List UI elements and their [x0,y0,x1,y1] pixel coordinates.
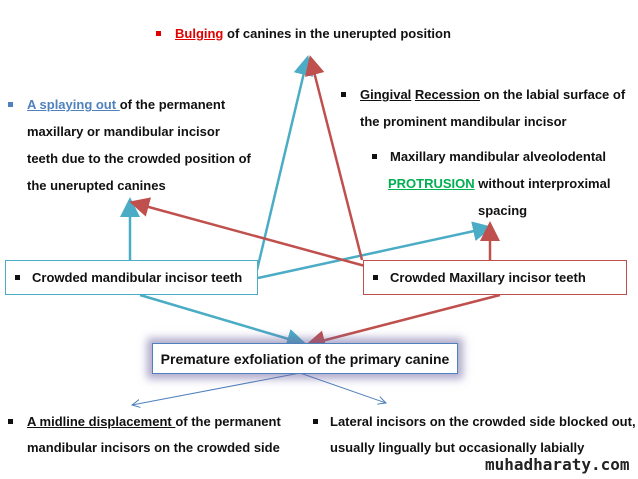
bullet-icon [8,102,13,107]
watermark: muhadharaty.com [485,455,630,474]
arrow-blue-right [257,221,493,280]
maxillary-box: Crowded Maxillary incisor teeth [363,260,627,295]
bullet-icon [372,154,377,159]
lateral-line2: usually lingually but occasionally labia… [330,440,585,455]
midline-line2: mandibular incisors on the crowded side [27,440,280,455]
mandibular-label: Crowded mandibular incisor teeth [32,270,243,285]
arrow-red-top [305,55,364,261]
bulging-rest: of canines in the unerupted position [223,26,451,41]
bullet-icon [156,31,161,36]
recession-highlight: Recession [414,87,480,102]
protrusion-line1: Maxillary mandibular alveolodental [390,149,607,164]
midline-highlight: A midline displacement [27,414,176,429]
midline-line1: A midline displacement of the permanent [27,414,281,429]
splaying-rest: of the permanent [119,97,226,112]
splaying-highlight: A splaying out [27,97,120,112]
mandibular-box: Crowded mandibular incisor teeth [5,260,258,295]
arrow-thin-left [132,372,301,405]
arrow-red-left [129,197,366,268]
arrow-blue-center [139,293,307,349]
midline-rest: of the permanent [175,414,281,429]
arrow-blue-top [255,55,314,271]
bullet-icon [8,419,13,424]
protrusion-highlight: PROTRUSION [388,176,475,191]
protrusion-rest: without interproximal [474,176,611,191]
arrow-red-center [305,293,501,350]
gingival-highlight: Gingival [360,87,412,102]
gingival-rest: on the labial surface of [479,87,626,102]
bullet-icon [373,275,378,280]
bulging-highlight: Bulging [175,26,224,41]
splaying-line2: maxillary or mandibular incisor [27,124,220,139]
bullet-icon [341,92,346,97]
bullet-icon [15,275,20,280]
splaying-line3: teeth due to the crowded position of [27,151,251,166]
bullet-icon [313,419,318,424]
protrusion-line2: PROTRUSION without interproximal [388,176,610,191]
arrow-thin-right [299,372,386,403]
lateral-line1: Lateral incisors on the crowded side blo… [330,414,636,429]
gingival-line1: Gingival Recession on the labial surface… [360,87,625,102]
protrusion-line3: spacing [478,203,528,218]
gingival-line2: the prominent mandibular incisor [360,114,567,129]
bulging-text: Bulging of canines in the unerupted posi… [175,26,451,41]
splaying-line1: A splaying out of the permanent [27,97,225,112]
center-label: Premature exfoliation of the primary can… [160,350,450,367]
splaying-line4: the unerupted canines [27,178,166,193]
maxillary-label: Crowded Maxillary incisor teeth [390,270,586,285]
center-box: Premature exfoliation of the primary can… [152,343,458,374]
